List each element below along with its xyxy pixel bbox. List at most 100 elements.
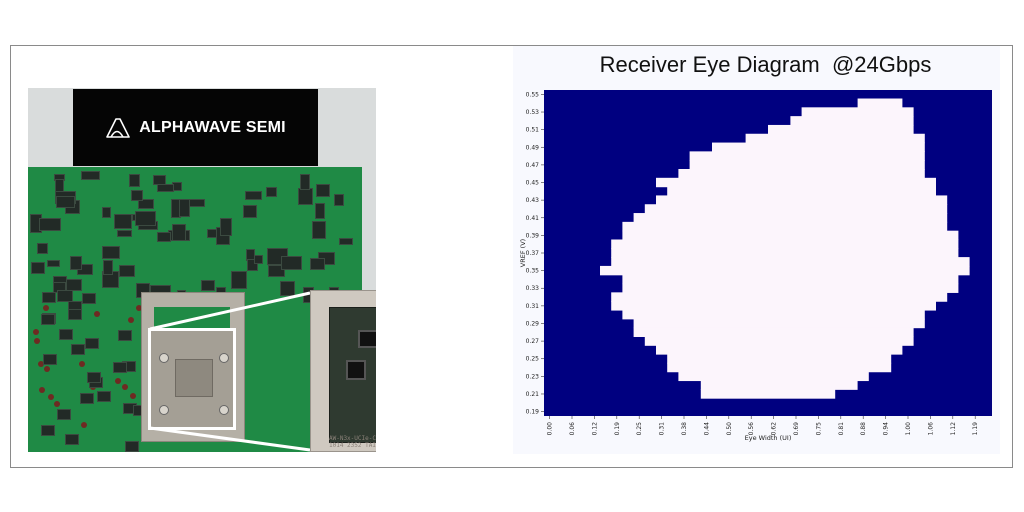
x-tick-label: 0.44	[703, 422, 710, 436]
board-component	[231, 270, 247, 290]
eye-open-row	[611, 257, 970, 267]
zoom-callout-lines	[149, 291, 311, 452]
board-component	[310, 257, 326, 270]
logo-text: ALPHAWAVE SEMI	[139, 118, 286, 136]
eye-open-row	[656, 345, 903, 355]
eye-open-row	[633, 327, 914, 338]
board-component	[254, 254, 263, 264]
chip-marking: AW-N3x-UCIe-C4-AD WSP0231 AlphaCore 1014…	[329, 435, 376, 449]
board-component	[128, 317, 135, 324]
y-tick-label: 0.25	[526, 356, 540, 363]
y-tick-label: 0.29	[526, 320, 540, 327]
eye-open-row	[667, 362, 892, 373]
x-tick-label: 1.06	[927, 422, 934, 436]
y-tick-label: 0.47	[526, 162, 540, 169]
eye-open-row	[801, 107, 914, 117]
eye-open-row	[656, 195, 948, 205]
x-tick-label: 0.31	[659, 422, 666, 436]
board-component	[247, 259, 259, 272]
x-tick-label: 1.00	[905, 422, 912, 436]
x-tick-label: 0.50	[726, 422, 733, 436]
y-tick-label: 0.51	[526, 127, 540, 134]
x-tick-label: 0.12	[591, 422, 598, 436]
board-component	[43, 366, 50, 373]
y-tick-label: 0.27	[526, 338, 540, 345]
y-tick-label: 0.21	[526, 391, 540, 398]
eye-open-row	[622, 274, 959, 285]
board-component	[81, 421, 88, 428]
y-tick-label: 0.19	[526, 409, 540, 416]
board-component	[138, 198, 154, 210]
board-component	[300, 174, 311, 191]
board-component	[64, 434, 79, 446]
x-tick-label: 1.12	[950, 422, 957, 436]
x-tick-label: 0.25	[636, 422, 643, 436]
eye-open-row	[790, 116, 914, 126]
board-component	[113, 214, 132, 229]
board-component	[135, 305, 142, 312]
board-component	[333, 193, 344, 207]
board-component	[68, 308, 83, 320]
board-component	[134, 211, 157, 226]
board-component	[40, 313, 55, 325]
y-tick-label: 0.35	[526, 268, 540, 275]
board-component	[268, 264, 286, 277]
y-tick-label: 0.49	[526, 144, 540, 151]
y-tick-label: 0.45	[526, 180, 540, 187]
eye-open-row	[700, 380, 858, 390]
board-component	[82, 292, 97, 304]
board-component	[85, 338, 100, 350]
y-tick-label: 0.41	[526, 215, 540, 222]
board-component	[43, 353, 58, 365]
board-component	[113, 361, 128, 373]
board-component	[56, 289, 73, 303]
board-component	[80, 171, 100, 180]
board-component	[242, 204, 257, 219]
board-component	[314, 202, 325, 220]
eye-open-row	[667, 186, 936, 197]
board-component	[244, 191, 262, 201]
eye-open-row	[857, 98, 903, 108]
board-component	[265, 186, 278, 197]
x-tick-label: 1.19	[972, 422, 979, 436]
y-axis-label: VREF (V)	[519, 239, 527, 267]
y-tick-label: 0.31	[526, 303, 540, 310]
eye-open-row	[678, 371, 869, 382]
board-component	[156, 232, 172, 243]
board-component	[59, 328, 74, 340]
eye-open-row	[633, 318, 925, 329]
board-component	[70, 344, 85, 356]
board-component	[101, 246, 120, 260]
y-tick-label: 0.53	[526, 109, 540, 116]
eye-open-row	[644, 336, 914, 346]
eye-open-row	[667, 354, 892, 364]
board-component	[101, 206, 111, 218]
board-component	[219, 218, 232, 237]
eye-open-row	[611, 301, 936, 311]
x-tick-label: 0.81	[838, 422, 845, 436]
eye-open-row	[633, 213, 948, 223]
eye-open-row	[700, 389, 836, 399]
chip-closeup-inset: AW-N3x-UCIe-C4-AD WSP0231 AlphaCore 1014…	[310, 290, 376, 452]
x-tick-label: 0.69	[793, 422, 800, 436]
board-component	[128, 173, 140, 187]
x-axis-label: Eye Width (UI)	[745, 434, 792, 442]
x-tick-label: 0.00	[547, 422, 554, 436]
board-component	[41, 425, 56, 437]
board-component	[200, 279, 215, 292]
y-tick-label: 0.37	[526, 250, 540, 257]
eye-open-row	[689, 160, 925, 170]
logo-banner: ALPHAWAVE SEMI	[73, 89, 318, 166]
x-tick-label: 0.75	[815, 422, 822, 436]
board-component	[54, 401, 61, 408]
board-component	[280, 255, 302, 271]
y-tick-label: 0.39	[526, 232, 540, 239]
y-tick-label: 0.55	[526, 91, 540, 98]
board-component	[339, 237, 354, 246]
board-component	[117, 229, 133, 238]
socket-lid-highlight	[148, 328, 236, 430]
board-component	[47, 394, 54, 401]
alphawave-logo-icon	[106, 117, 131, 138]
board-component	[157, 184, 174, 193]
eye-open-row	[611, 248, 959, 258]
